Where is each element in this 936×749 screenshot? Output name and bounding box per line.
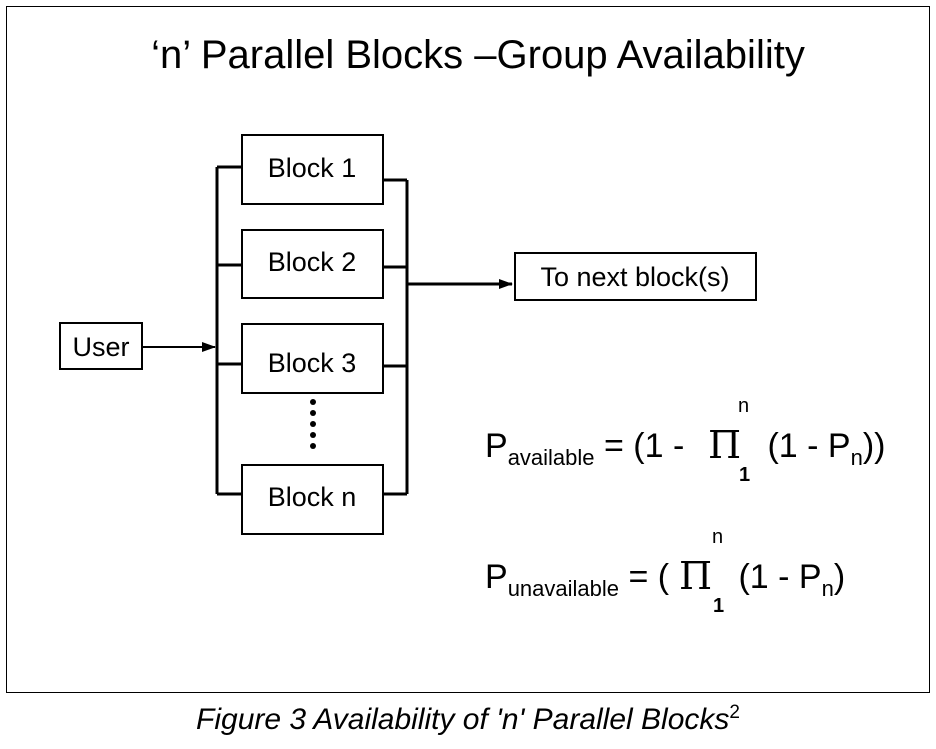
block-1-label: Block 1 [268,153,357,183]
diagram-title: ‘n’ Parallel Blocks –Group Availability [151,33,805,77]
user-box [59,322,143,370]
formula-available-line: Pavailable = (1 - [485,427,694,470]
block-1 [241,134,384,205]
formula-available-subscript: available [508,445,595,470]
formula-unavailable-p: P [485,558,508,596]
block-n-label: Block n [268,482,357,512]
next-block-label: To next block(s) [540,262,729,292]
formula-available: Pavailable = (1 - Π n 1 (1 - Pn)) [485,395,885,486]
formula-available-body-subscript: n [851,445,863,470]
block-2 [241,229,384,299]
formula-available-open: = (1 - [595,427,694,465]
formula-unavailable-upper-limit: n [712,526,723,548]
block-n [241,464,384,535]
formula-available-product-symbol: Π [708,423,741,467]
figure-caption: Figure 3 Availability of 'n' Parallel Bl… [0,702,936,737]
figure-frame [6,6,930,693]
caption-text: Figure 3 Availability of 'n' Parallel Bl… [196,703,730,736]
formula-unavailable-lower-limit: 1 [713,595,724,617]
formula-available-p: P [485,427,508,465]
formula-unavailable-open: = ( [619,558,670,596]
formula-available-lower-limit: 1 [739,464,750,486]
formula-available-upper-limit: n [738,395,749,417]
formula-available-close: )) [863,427,886,465]
formula-unavailable-close: ) [834,558,845,596]
block-2-label: Block 2 [268,247,357,277]
formula-unavailable: Punavailable = ( Π n 1 (1 - Pn) [485,526,845,617]
next-block-box [514,252,757,301]
ellipsis-dots [310,399,316,449]
caption-superscript: 2 [729,702,740,723]
formula-unavailable-body-line: (1 - Pn) [729,558,845,601]
formula-unavailable-line: Punavailable = ( [485,558,670,601]
block-3 [241,323,384,394]
formula-unavailable-body-subscript: n [822,576,834,601]
formula-available-body-line: (1 - Pn)) [758,427,885,470]
block-3-label: Block 3 [268,348,357,378]
formula-available-body: (1 - P [758,427,851,465]
user-label: User [72,332,129,362]
formula-unavailable-body: (1 - P [729,558,822,596]
formula-unavailable-product-symbol: Π [679,554,712,598]
formula-unavailable-subscript: unavailable [508,576,619,601]
